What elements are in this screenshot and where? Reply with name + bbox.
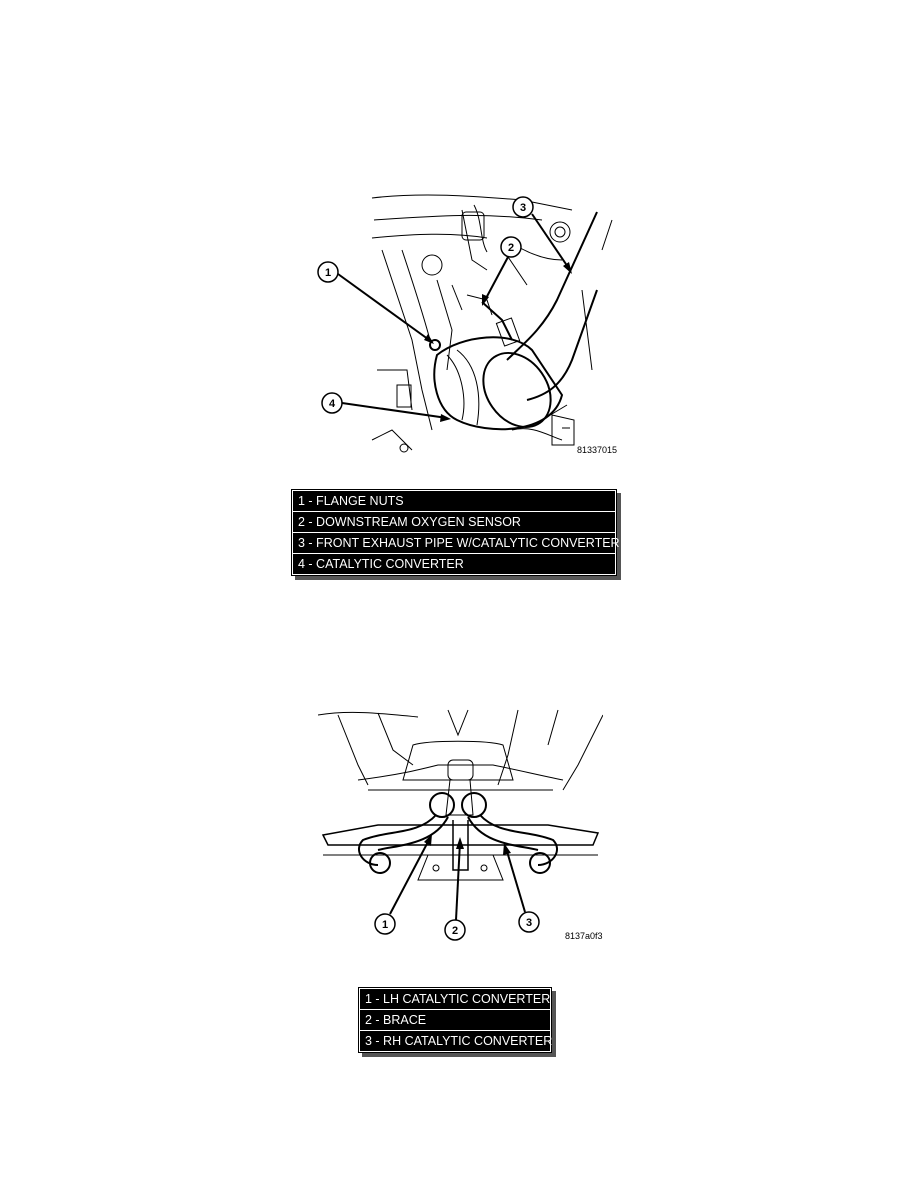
legend-1-item-2: 2 - DOWNSTREAM OXYGEN SENSOR <box>292 512 616 533</box>
legend-1-item-1: 1 - FLANGE NUTS <box>292 490 616 512</box>
callout-1-label: 1 <box>325 267 331 279</box>
legend-1-item-4: 4 - CATALYTIC CONVERTER <box>292 554 616 575</box>
callout-markers: 1 2 3 4 <box>317 196 572 422</box>
callout-markers-2: 1 2 3 <box>374 834 540 941</box>
callout-2-1-label: 1 <box>382 919 388 931</box>
figure-2-code: 8137a0f3 <box>565 931 603 941</box>
exhaust-pipe-drawing: 1 2 3 4 81337015 <box>317 194 617 455</box>
callout-2-label: 2 <box>508 242 514 254</box>
callout-2-1: 1 <box>374 834 432 935</box>
callout-3-label: 3 <box>520 202 526 214</box>
callout-2-2-label: 2 <box>452 925 458 937</box>
figure-2-illustration: 1 2 3 8137a0f3 <box>318 705 603 945</box>
legend-1-item-3: 3 - FRONT EXHAUST PIPE W/CATALYTIC CONVE… <box>292 533 620 554</box>
figure-1-illustration: 1 2 3 4 81337015 <box>312 190 617 465</box>
callout-3: 3 <box>512 196 572 274</box>
callout-1: 1 <box>317 261 434 344</box>
callout-2-3: 3 <box>503 843 540 933</box>
callout-2-3-label: 3 <box>526 917 532 929</box>
figure-1-code: 81337015 <box>577 445 617 455</box>
figure-1-legend: 1 - FLANGE NUTS 2 - DOWNSTREAM OXYGEN SE… <box>291 489 620 576</box>
callout-2-2: 2 <box>444 837 466 941</box>
legend-2-item-2: 2 - BRACE <box>359 1010 551 1031</box>
callout-4: 4 <box>321 392 451 422</box>
legend-2-item-1: 1 - LH CATALYTIC CONVERTER <box>359 988 551 1010</box>
figure-2-legend: 1 - LH CATALYTIC CONVERTER 2 - BRACE 3 -… <box>358 987 552 1053</box>
callout-4-label: 4 <box>329 398 336 410</box>
legend-2-item-3: 3 - RH CATALYTIC CONVERTER <box>359 1031 552 1052</box>
callout-2: 2 <box>482 236 522 306</box>
dual-converter-drawing: 1 2 3 8137a0f3 <box>318 709 603 941</box>
